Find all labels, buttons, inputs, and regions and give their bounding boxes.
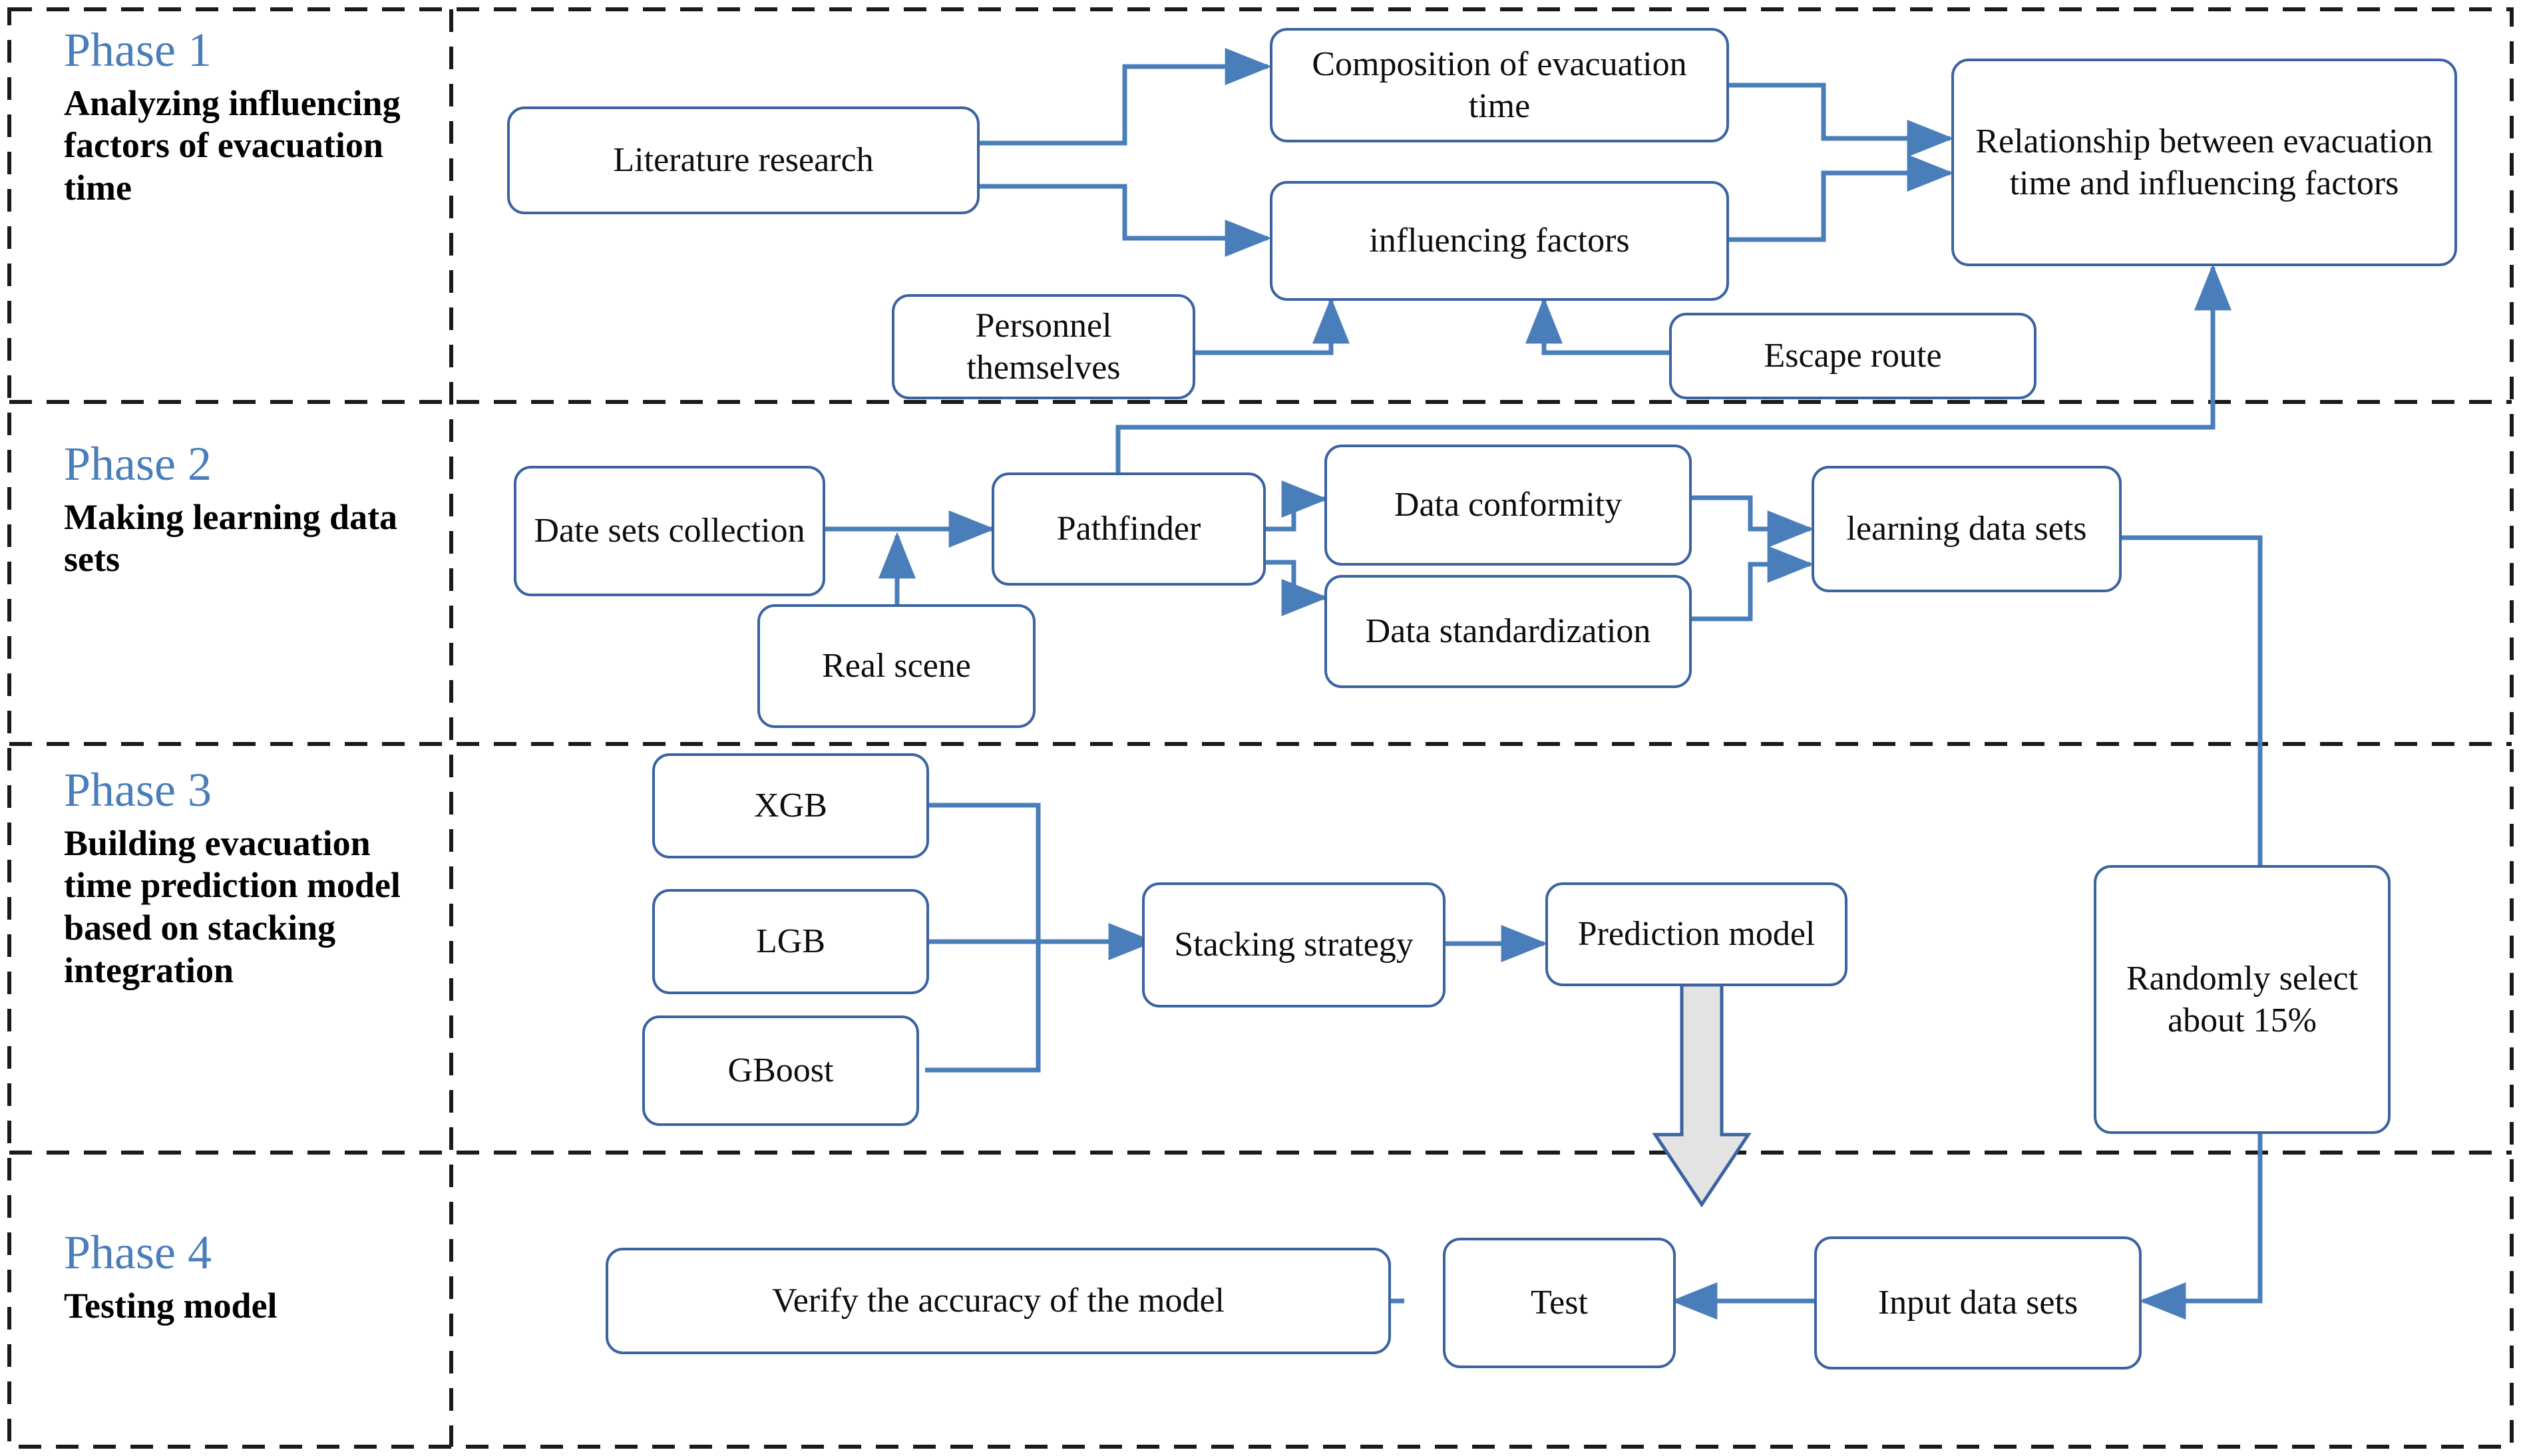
node-personnel-themselves[interactable]: Personnel themselves (892, 294, 1195, 399)
phase-label-3: Phase 3 Building evacuation time predict… (64, 765, 443, 992)
node-date-sets-collection[interactable]: Date sets collection (514, 466, 825, 596)
node-gboost[interactable]: GBoost (642, 1015, 919, 1126)
edge-literature-to-factors (978, 184, 1272, 257)
edge-personnel-to-factors (1195, 297, 1350, 355)
node-learning-data-sets[interactable]: learning data sets (1812, 466, 2122, 592)
edge-pathfinder-to-standardization (1264, 560, 1328, 616)
node-verify-accuracy[interactable]: Verify the accuracy of the model (606, 1248, 1391, 1354)
phase-label-4: Phase 4 Testing model (64, 1226, 437, 1327)
node-data-conformity[interactable]: Data conformity (1324, 445, 1692, 566)
edge-pathfinder-to-conformity (1264, 480, 1328, 532)
node-pathfinder[interactable]: Pathfinder (992, 472, 1266, 586)
node-influencing-factors[interactable]: influencing factors (1270, 181, 1729, 301)
edge-factors-to-relationship (1728, 154, 1954, 242)
node-prediction-model[interactable]: Prediction model (1545, 882, 1847, 986)
edge-literature-to-composition (978, 48, 1272, 146)
edge-learning-to-random (2120, 535, 2263, 865)
phase-4-number: Phase 4 (64, 1226, 212, 1279)
phase-3-number: Phase 3 (64, 763, 212, 817)
node-relationship-between-evacuation-and-factors[interactable]: Relationship between evacuation time and… (1951, 59, 2457, 266)
node-escape-route[interactable]: Escape route (1669, 313, 2036, 399)
node-literature-research[interactable]: Literature research (507, 106, 980, 214)
edge-xgb-to-stacking (925, 803, 1041, 942)
phase-4-description: Testing model (64, 1285, 278, 1326)
node-stacking-strategy[interactable]: Stacking strategy (1142, 882, 1446, 1007)
edge-composition-to-relationship (1728, 83, 1954, 157)
edge-escape-to-factors (1525, 297, 1670, 355)
diagram-outer-border (7, 7, 2514, 1449)
node-real-scene[interactable]: Real scene (757, 604, 1036, 728)
phase-label-2: Phase 2 Making learning data sets (64, 439, 437, 581)
phase-3-description: Building evacuation time prediction mode… (64, 822, 401, 990)
phase-2-description: Making learning data sets (64, 496, 398, 580)
phase-2-number: Phase 2 (64, 437, 212, 490)
node-randomly-select[interactable]: Randomly select about 15% (2094, 865, 2391, 1134)
node-data-standardization[interactable]: Data standardization (1324, 575, 1692, 688)
edge-standardization-to-learning (1690, 546, 1814, 622)
node-lgb[interactable]: LGB (652, 889, 929, 994)
phase-label-1: Phase 1 Analyzing influencing factors of… (64, 25, 437, 210)
edge-pathfinder-to-relationship (1115, 264, 2231, 492)
node-input-data-sets[interactable]: Input data sets (1814, 1236, 2142, 1369)
edge-gboost-to-stacking (925, 942, 1041, 1073)
phase-1-description: Analyzing influencing factors of evacuat… (64, 83, 401, 208)
edge-random-to-input (2139, 1133, 2263, 1320)
node-composition-of-evacuation-time[interactable]: Composition of evacuation time (1270, 28, 1729, 142)
node-xgb[interactable]: XGB (652, 753, 929, 858)
edge-prediction-to-test-blockarrow (1652, 983, 1752, 1208)
edge-conformity-to-learning (1690, 495, 1814, 548)
phase-1-number: Phase 1 (64, 23, 212, 77)
node-test[interactable]: Test (1443, 1238, 1676, 1368)
